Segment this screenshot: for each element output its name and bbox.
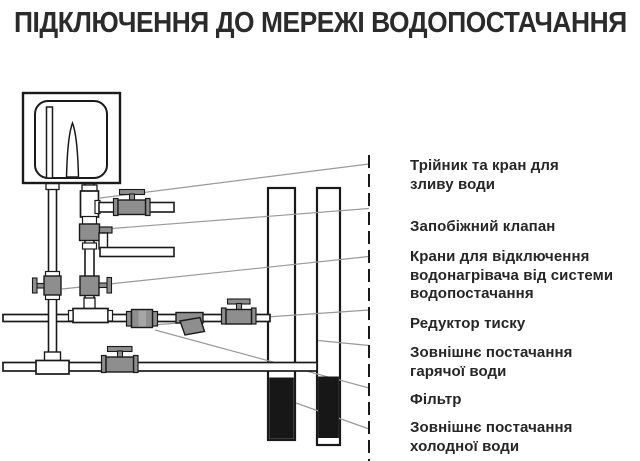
boiler-heating-element — [65, 120, 80, 178]
label-shutoff-valves: Крани для відключення водонагрівача від … — [410, 248, 614, 302]
hot-water-pipe — [2, 361, 318, 372]
label-pressure-reducer: Редуктор тиску — [410, 315, 526, 332]
label-drain-tee: Трійник та кран для зливу води — [410, 157, 559, 193]
cold-pipe-shutoff-valve-icon — [79, 275, 113, 297]
label-filter: Фільтр — [410, 391, 462, 408]
leader-hot-supply — [317, 339, 370, 347]
pressure-reducer-icon — [125, 308, 159, 329]
cold-riser-wall-section — [269, 377, 294, 439]
filter-icon — [175, 311, 206, 336]
hot-riser-wall-section — [318, 376, 339, 438]
leader-shutoff-valves — [61, 255, 370, 290]
label-safety-valve: Запобіжний клапан — [410, 218, 556, 235]
page-title: ПІДКЛЮЧЕННЯ ДО МЕРЕЖІ ВОДОПОСТАЧАННЯ — [14, 7, 627, 39]
safety-valve-icon — [78, 223, 175, 258]
hot-line-valve-icon — [100, 345, 139, 374]
leader-safety-valve — [111, 207, 370, 230]
boiler-inlet-tube — [45, 106, 54, 179]
hot-pipe-shutoff-valve-icon — [31, 270, 62, 301]
label-cold-supply: Зовнішнє постачання холодної води — [410, 419, 573, 455]
water-heater-boiler — [21, 91, 122, 185]
cold-line-valve-icon — [220, 298, 257, 325]
boiler-cold-inlet-pipe — [67, 182, 114, 324]
label-hot-supply: Зовнішнє постачання гарячої води — [410, 344, 573, 380]
drain-tee-and-tap-icon — [94, 188, 175, 217]
